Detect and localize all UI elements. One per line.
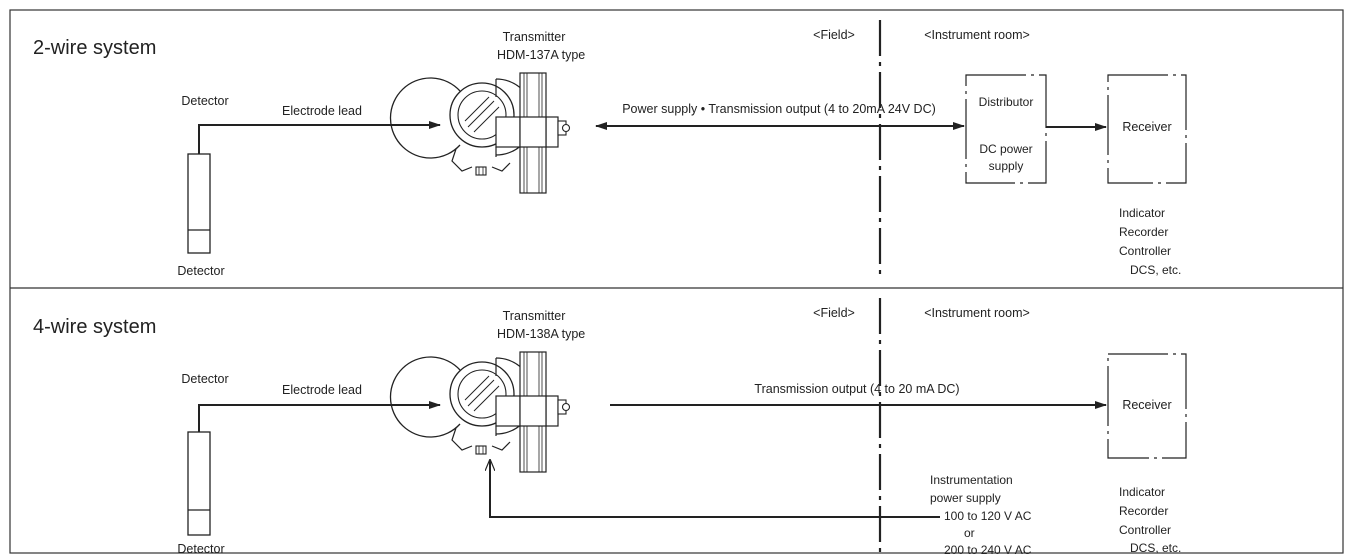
power-supply-voltage-1: 100 to 120 V AC	[944, 509, 1032, 523]
distributor-label: Distributor	[979, 95, 1034, 109]
electrode-lead-label: Electrode lead	[282, 104, 362, 118]
distributor-box	[965, 74, 1047, 184]
detector-label-bottom: Detector	[177, 542, 224, 556]
detector-label-top: Detector	[181, 94, 228, 108]
transmitter-model: HDM-137A type	[497, 48, 585, 62]
panel-4-wire: 4-wire system Transmitter HDM-138A type …	[33, 298, 1187, 557]
electrode-lead-label: Electrode lead	[282, 383, 362, 397]
transmitter-label: Transmitter	[503, 30, 566, 44]
power-signal-label: Power supply • Transmission output (4 to…	[622, 102, 936, 116]
detector-symbol	[187, 153, 211, 254]
device-indicator: Indicator	[1119, 206, 1165, 220]
power-supply-label-1: Instrumentation	[930, 473, 1013, 487]
outer-frame	[9, 9, 1344, 554]
device-indicator: Indicator	[1119, 485, 1165, 499]
power-supply-or: or	[964, 526, 975, 540]
panel-2-wire: 2-wire system Transmitter HDM-137A type …	[33, 20, 1187, 280]
device-dcs: DCS, etc.	[1130, 263, 1181, 277]
transmitter-label: Transmitter	[503, 309, 566, 323]
zone-field-label: <Field>	[813, 28, 855, 42]
zone-room-label: <Instrument room>	[924, 306, 1030, 320]
panel-title: 2-wire system	[33, 37, 156, 59]
electrode-lead-line	[198, 121, 441, 154]
power-supply-voltage-2: 200 to 240 V AC	[944, 543, 1032, 557]
transmitter-model: HDM-138A type	[497, 327, 585, 341]
transmitter-symbol	[389, 72, 571, 194]
receiver-label: Receiver	[1122, 398, 1171, 412]
transmission-output-label: Transmission output (4 to 20 mA DC)	[754, 382, 959, 396]
zone-field-label: <Field>	[813, 306, 855, 320]
dc-power-label: DC power	[979, 142, 1032, 156]
receiver-box	[1107, 353, 1187, 459]
receiver-label: Receiver	[1122, 120, 1171, 134]
device-controller: Controller	[1119, 523, 1171, 537]
receiver-box	[1107, 74, 1187, 184]
detector-symbol	[187, 431, 211, 536]
dc-supply-label: supply	[989, 159, 1024, 173]
device-recorder: Recorder	[1119, 504, 1168, 518]
transmitter-symbol	[389, 351, 571, 473]
device-controller: Controller	[1119, 244, 1171, 258]
panel-title: 4-wire system	[33, 316, 156, 338]
detector-label-bottom: Detector	[177, 264, 224, 278]
device-dcs: DCS, etc.	[1130, 541, 1181, 555]
detector-label-top: Detector	[181, 372, 228, 386]
electrode-lead-line	[198, 401, 441, 432]
power-supply-label-2: power supply	[930, 491, 1001, 505]
power-supply-line	[490, 460, 940, 518]
zone-room-label: <Instrument room>	[924, 28, 1030, 42]
device-recorder: Recorder	[1119, 225, 1168, 239]
